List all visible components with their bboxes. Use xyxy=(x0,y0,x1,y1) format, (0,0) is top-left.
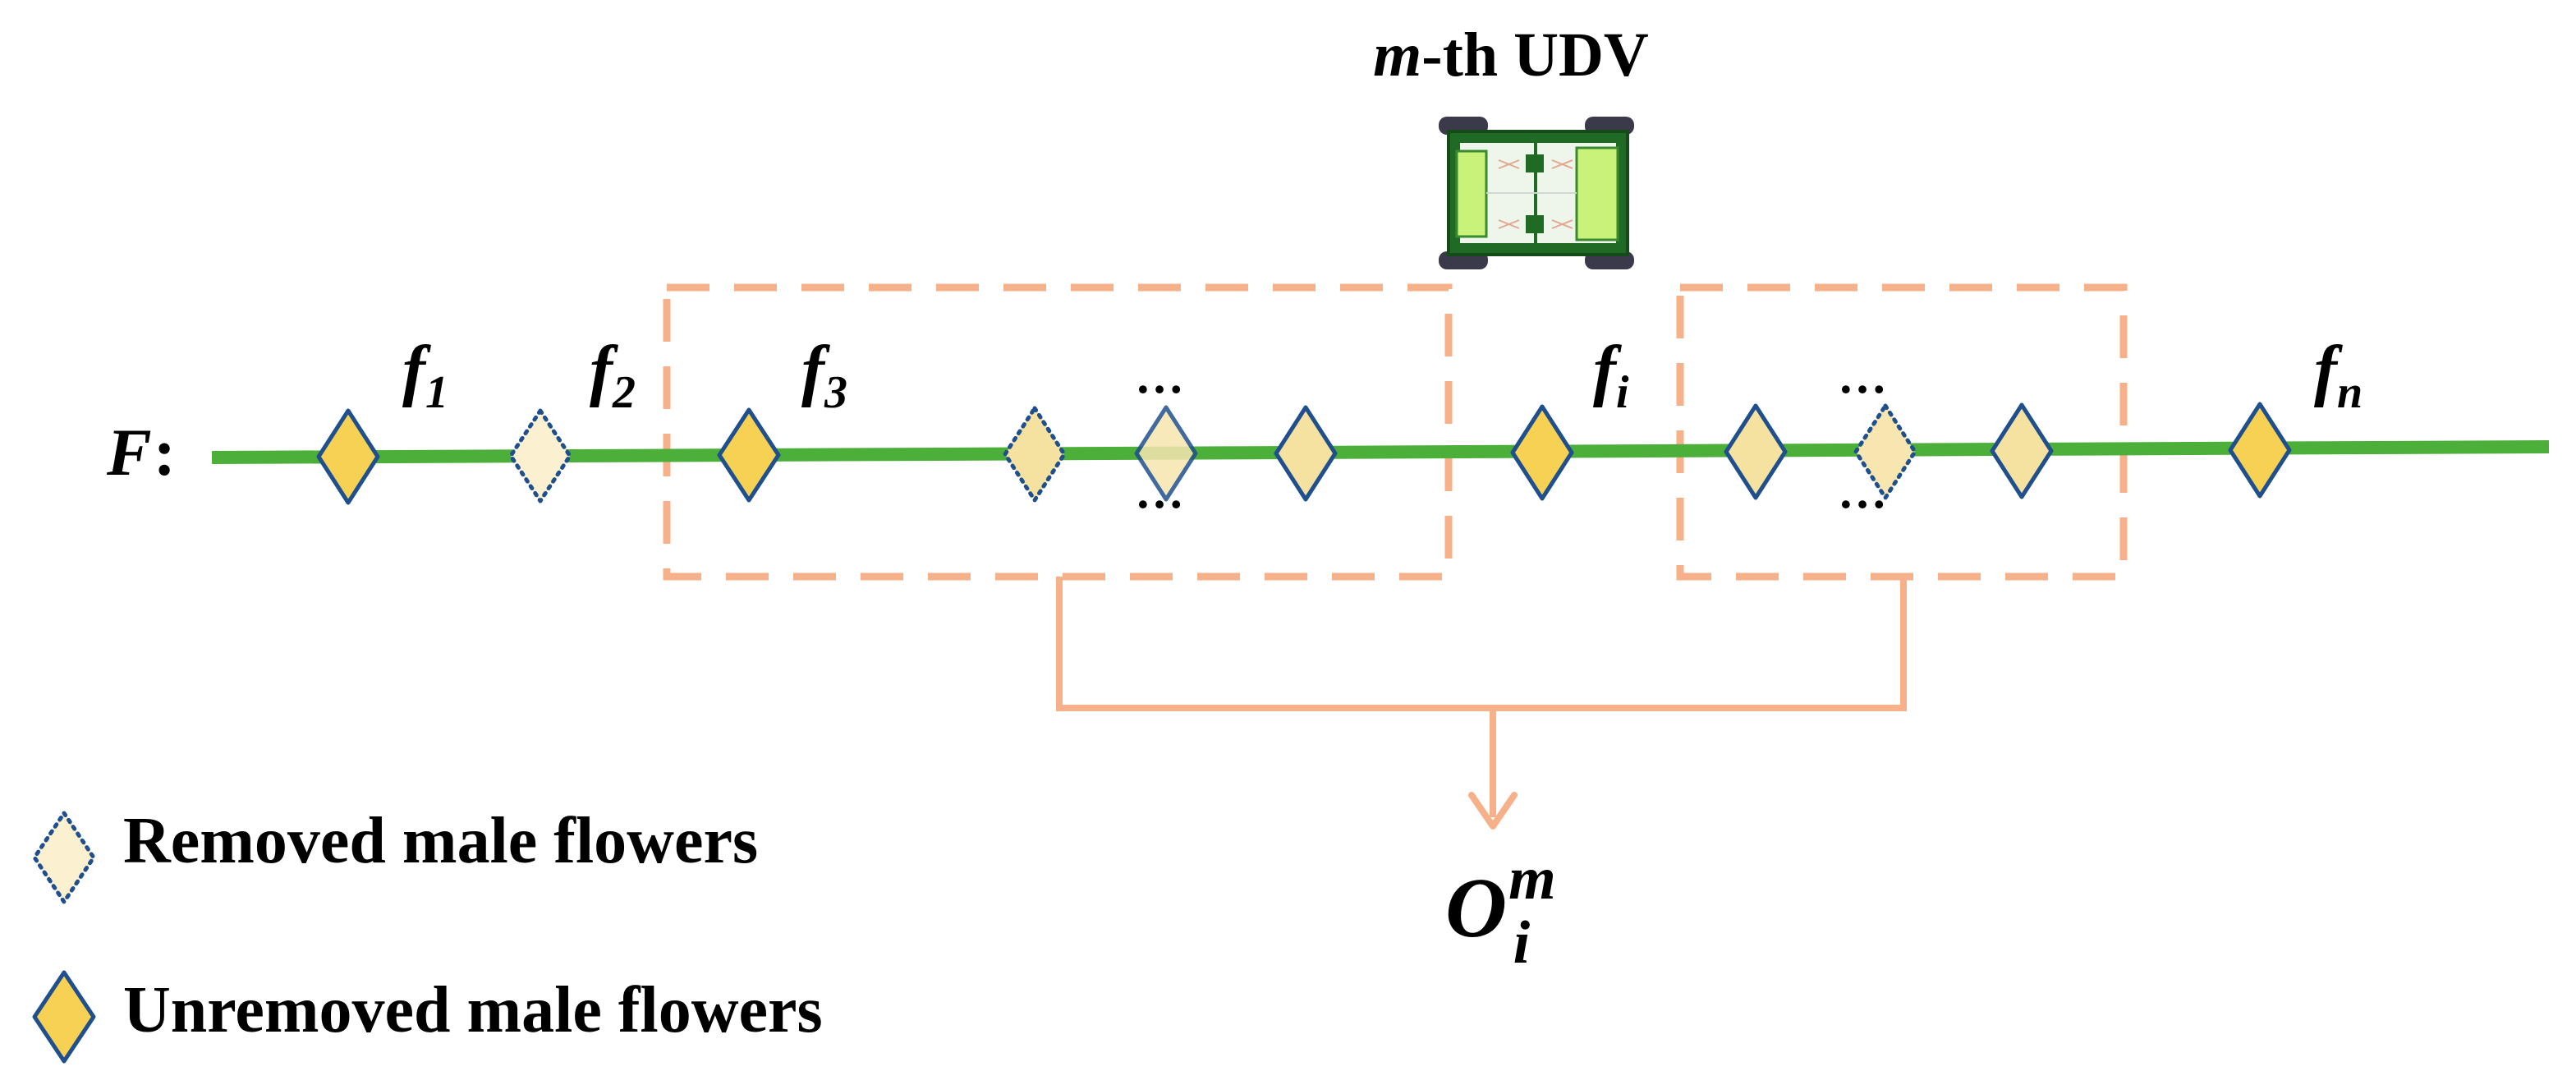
ellipsis-box2-top: … xyxy=(1838,349,1887,403)
flower-label-fi: fi xyxy=(1593,332,1629,418)
udv-vehicle-icon xyxy=(1439,117,1634,269)
legend-unremoved-label: Unremoved male flowers xyxy=(123,974,823,1046)
flower-diamonds xyxy=(316,402,2292,505)
flower-diamond-faded-d xyxy=(1990,402,2054,499)
flower-diamond-fi xyxy=(1510,404,1574,501)
flower-label-f1: f1 xyxy=(402,332,448,418)
dotted-diamond-icon xyxy=(32,811,96,904)
flower-label-f3: f3 xyxy=(801,332,847,418)
solid-diamond-icon xyxy=(32,970,96,1064)
flower-diamond-removed-b xyxy=(1853,403,1917,500)
flower-label-f2: f2 xyxy=(590,332,636,418)
flower-diamond-faded-b xyxy=(1274,405,1338,502)
flower-diamond-removed-a xyxy=(1003,406,1067,503)
flower-label-fn: fn xyxy=(2314,332,2362,418)
sequence-label-raw: F: xyxy=(0,0,2,1)
legend-removed-label: Removed male flowers xyxy=(123,805,758,877)
observation-box-left xyxy=(663,283,1453,581)
legend: Removed male flowers Unremoved male flow… xyxy=(32,805,823,1064)
flower-diamond-faded-a xyxy=(1134,405,1198,502)
flower-sequence-line xyxy=(211,440,2550,464)
flower-diamond-f2-removed xyxy=(508,408,572,503)
merge-bracket xyxy=(1056,577,1907,830)
flower-diamond-fn xyxy=(2228,402,2292,499)
sequence-label: F: xyxy=(106,415,176,490)
flower-diamond-f1 xyxy=(316,408,380,505)
flower-diamond-f3 xyxy=(717,407,781,503)
ellipsis-box1-top: … xyxy=(1135,349,1184,403)
udv-title: m-th UDV xyxy=(1373,21,1649,90)
flower-diamond-faded-c xyxy=(1724,403,1788,500)
